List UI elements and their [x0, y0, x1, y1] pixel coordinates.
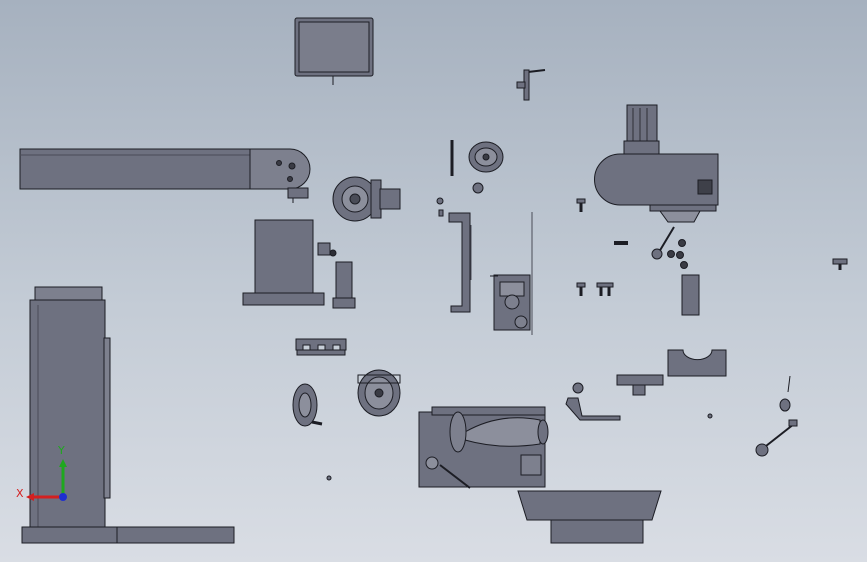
small-screw-part[interactable] — [326, 475, 332, 481]
side-handle-part[interactable] — [832, 258, 848, 270]
crank-lever-part[interactable] — [565, 382, 621, 421]
bolt-part-3[interactable] — [596, 282, 614, 296]
bolt-part-1[interactable] — [576, 198, 586, 212]
saddle-gearbox-part[interactable] — [418, 406, 549, 489]
machine-column-part[interactable] — [21, 286, 235, 544]
cradle-part[interactable] — [667, 349, 727, 377]
flat-plate-part[interactable] — [616, 374, 664, 396]
lever-ball-part[interactable] — [707, 375, 798, 457]
triad-x-label: X — [16, 487, 24, 500]
orientation-triad: X Y — [16, 444, 67, 501]
feed-frame-part[interactable] — [436, 197, 472, 313]
t-slot-part[interactable] — [295, 338, 347, 356]
round-flange-part[interactable] — [357, 369, 401, 417]
bolt-part-2[interactable] — [576, 282, 586, 296]
handwheel-part[interactable] — [450, 140, 504, 194]
column-body-part[interactable] — [242, 219, 337, 306]
bracket-part[interactable] — [287, 187, 309, 203]
gear-housing-part[interactable] — [332, 176, 401, 222]
triad-y-label: Y — [57, 444, 65, 457]
motor-head-part[interactable] — [594, 104, 719, 223]
knob-cluster-part[interactable] — [651, 226, 688, 269]
table-base-part[interactable] — [517, 490, 662, 544]
small-lever-part[interactable] — [516, 69, 546, 101]
gear-block-part[interactable] — [490, 212, 533, 335]
sleeve-part[interactable] — [332, 261, 356, 309]
pulley-part[interactable] — [292, 383, 323, 427]
block-part[interactable] — [681, 274, 700, 316]
control-panel-part[interactable] — [294, 17, 374, 85]
overarm-part[interactable] — [19, 148, 311, 190]
